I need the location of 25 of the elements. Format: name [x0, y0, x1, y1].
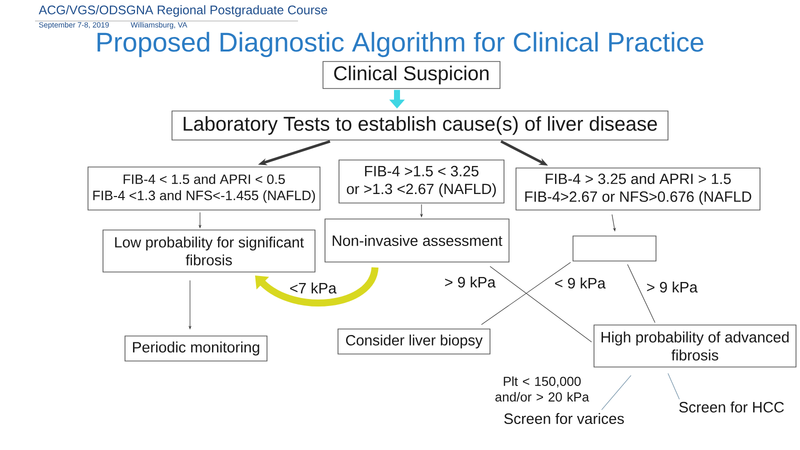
process-box: Clinical Suspicion [322, 61, 500, 89]
process-box: Periodic monitoring [124, 336, 268, 362]
edge-label: > 9 kPa [443, 276, 497, 288]
process-box: Consider liver biopsy [338, 328, 490, 354]
process-box: FIB-4 >1.5 < 3.25 or >1.3 <2.67 (NAFLD) [338, 160, 504, 204]
edge-label: <7 kPa [288, 282, 338, 295]
edge-label: Plt < 150,000 and/or > 20 kPa [491, 375, 593, 403]
title: Proposed Diagnostic Algorithm for Clinical Practice [98, 32, 704, 58]
edge-label: > 9 kPa [645, 280, 699, 294]
connector-line [668, 373, 680, 400]
connector-line [481, 262, 571, 325]
connector-line [601, 375, 632, 410]
outcome-text: Screen for varices [504, 413, 624, 424]
process-box: Non-invasive assessment [324, 218, 510, 262]
process-box: FIB-4 > 3.25 and APRI > 1.5 FIB-4>2.67 or NFS>0.676 (NAFLD [516, 168, 760, 210]
connector-line [627, 264, 656, 323]
process-box: High probability of advanced fibrosis [594, 324, 796, 368]
connector-line [490, 266, 592, 342]
header-text: ACG/VGS/ODSGNA Regional Postgraduate Course [38, 5, 328, 17]
process-box: FIB-4 < 1.5 and APRI < 0.5 FIB-4 <1.3 and NFS<-1.455 (NAFLD) [88, 166, 320, 210]
empty-box [572, 236, 656, 262]
process-box: Low probability for significant fibrosis [102, 230, 316, 272]
edge-label: < 9 kPa [553, 276, 607, 290]
outcome-text: Screen for HCC [679, 402, 784, 412]
process-box: Laboratory Tests to establish cause(s) of liver disease [172, 110, 668, 140]
